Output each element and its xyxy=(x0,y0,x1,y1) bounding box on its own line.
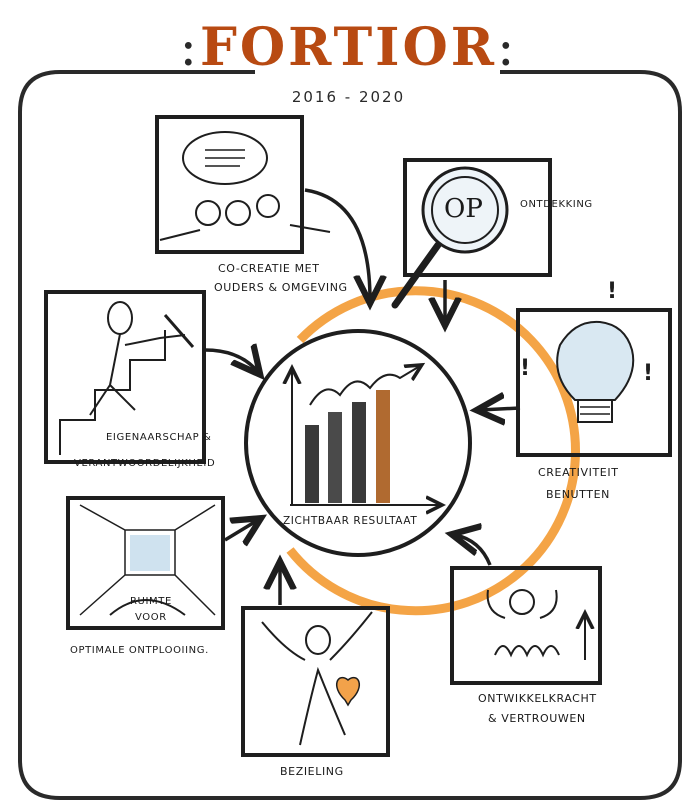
year-range: 2016 - 2020 xyxy=(291,88,406,106)
svg-text:!: ! xyxy=(607,279,617,304)
center-circle xyxy=(244,329,472,557)
svg-text:!: ! xyxy=(520,356,530,381)
title-text: FORTIOR xyxy=(199,17,498,78)
outer-frame xyxy=(18,70,682,800)
page-title: :FORTIOR: xyxy=(0,22,697,75)
room-perspective-icon xyxy=(79,504,216,616)
ruimte-label-3: OPTIMALE ONTPLOOIING. xyxy=(70,645,209,656)
ontwikkelkracht-label-2: & VERTROUWEN xyxy=(488,712,586,725)
panel-eigenaarschap xyxy=(44,290,206,464)
arrow-ruimte xyxy=(224,520,258,540)
heart-icon xyxy=(335,677,361,707)
eigenaarschap-label-1: EIGENAARSCHAP & xyxy=(106,432,212,443)
magnifier-op-text: OP xyxy=(444,194,483,224)
title-colon-left: : xyxy=(179,18,200,78)
ontwikkelkracht-label-1: ONTWIKKELKRACHT xyxy=(478,692,597,705)
cocreatie-label-1: CO-CREATIE MET xyxy=(218,262,320,275)
panel-ontdekking xyxy=(403,158,552,277)
result-chart-icon xyxy=(290,366,440,505)
panel-bezieling xyxy=(241,606,390,757)
ruimte-label-2: VOOR xyxy=(135,612,167,623)
speech-bubble-icon xyxy=(159,131,331,241)
magnifying-glass-icon xyxy=(391,166,509,309)
panel-creativiteit xyxy=(516,308,672,457)
panel-ruimte xyxy=(66,496,225,630)
eigenaarschap-label-2: VERANTWOORDELIJKHEID xyxy=(74,458,216,469)
panel-cocreatie xyxy=(155,115,304,254)
arrow-ontwikkelkracht xyxy=(455,535,492,566)
arrow-cocreatie xyxy=(304,188,370,300)
strong-figure-icon xyxy=(486,589,585,660)
title-colon-right: : xyxy=(497,18,518,78)
svg-text:!: ! xyxy=(643,361,653,386)
bezieling-label: BEZIELING xyxy=(280,765,344,778)
center-label: ZICHTBAAR RESULTAAT xyxy=(283,515,418,527)
joyful-figure-icon xyxy=(261,611,373,746)
creativiteit-label-2: BENUTTEN xyxy=(546,488,611,501)
cocreatie-label-2: OUDERS & OMGEVING xyxy=(214,281,348,294)
panel-ontwikkelkracht xyxy=(450,566,602,685)
lightbulb-icon: ! ! ! xyxy=(520,279,653,423)
creativiteit-label-1: CREATIVITEIT xyxy=(538,466,619,479)
ontdekking-label: ONTDEKKING xyxy=(520,199,593,210)
stairs-figure-icon xyxy=(59,301,195,455)
ruimte-label-1: RUIMTE xyxy=(130,596,172,607)
arrow-eigenaarschap xyxy=(204,350,258,372)
arrow-creativiteit xyxy=(480,408,521,410)
